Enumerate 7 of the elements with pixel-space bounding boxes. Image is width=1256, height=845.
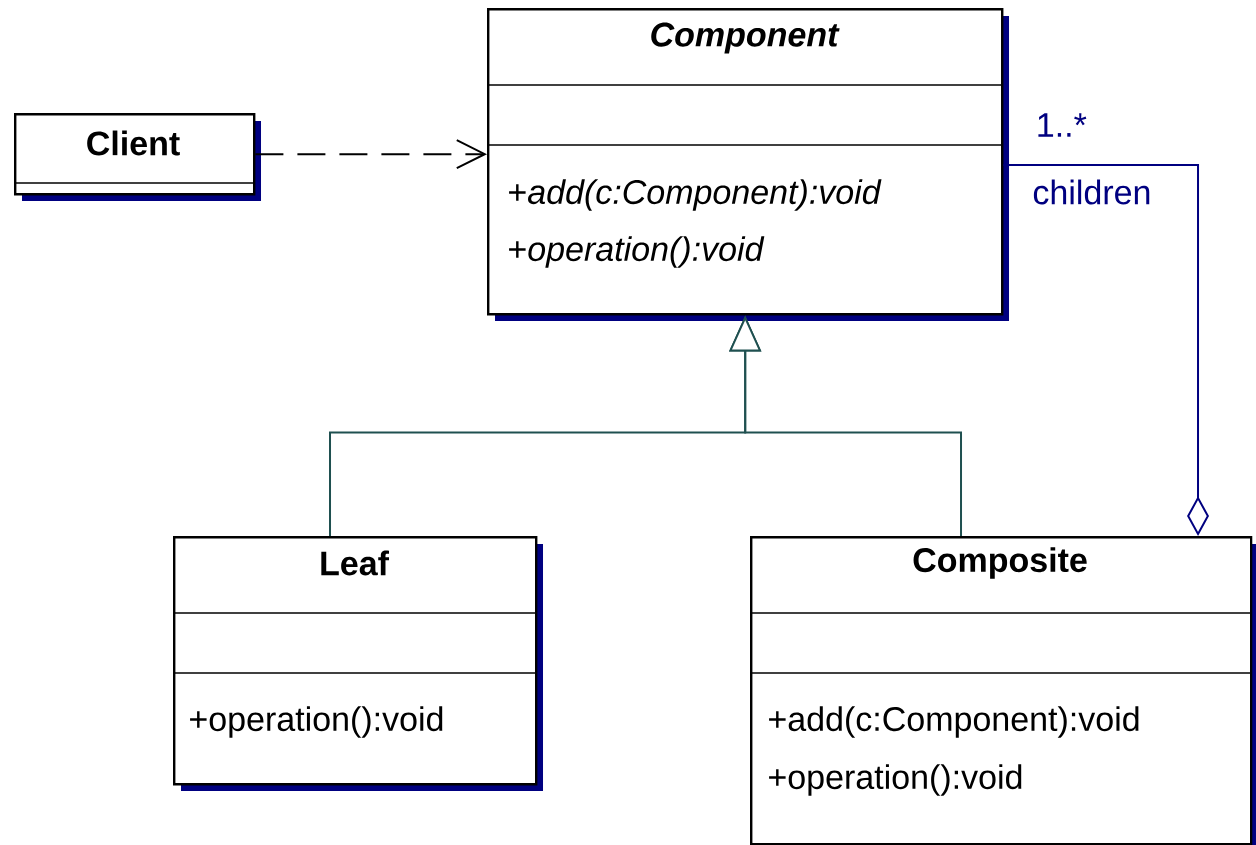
class-box: Composite +add(c:Component):void +operation():void [749,536,1256,845]
role-label: children [1033,179,1150,205]
dependency-arrow [254,139,487,170]
class-box: Component +add(c:Component):void +operation():void [486,8,1009,321]
multiplicity-label: 1..* [1038,113,1087,137]
class-box: Client [13,113,261,201]
class-box: Leaf +operation():void [172,536,543,791]
